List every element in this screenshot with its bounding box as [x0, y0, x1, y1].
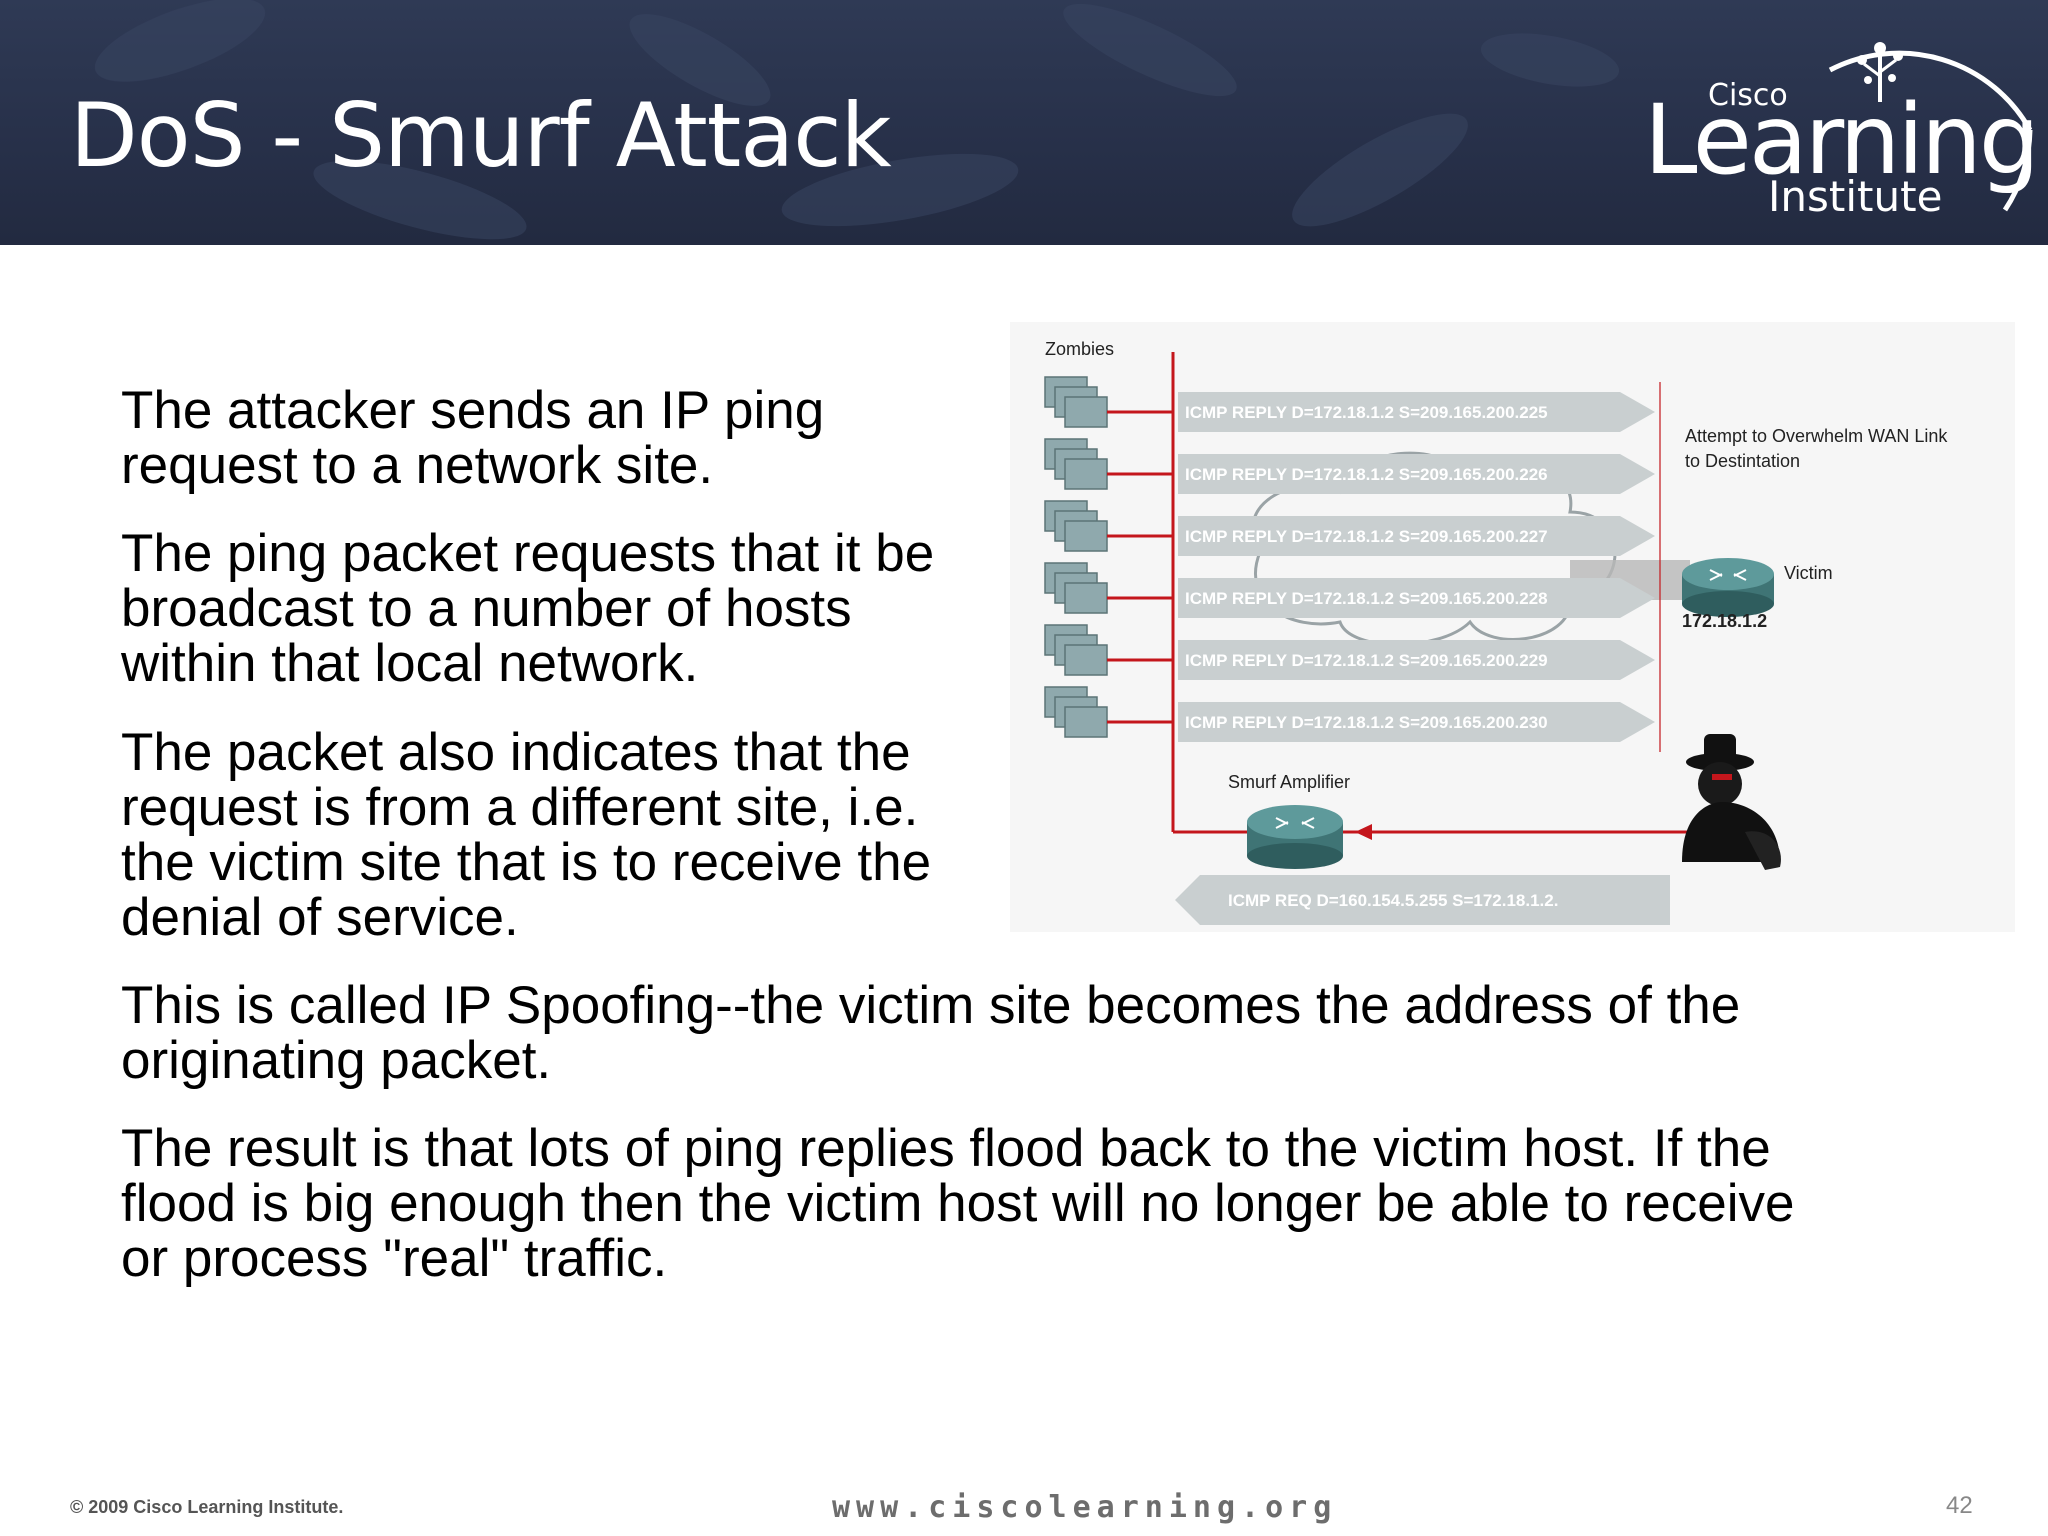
amplifier-router-icon	[1247, 805, 1343, 869]
reply-arrow	[1178, 640, 1655, 680]
smurf-attack-diagram: ICMP REPLY D=172.18.1.2 S=209.165.200.22…	[1010, 322, 2015, 932]
paragraph-3: The packet also indicates that the reque…	[121, 723, 932, 947]
request-label: ICMP REQ D=160.154.5.255 S=172.18.1.2.	[1228, 891, 1558, 910]
reply-label-4: ICMP REPLY D=172.18.1.2 S=209.165.200.22…	[1185, 589, 1548, 608]
paragraph-1: The attacker sends an IP ping request to…	[121, 381, 825, 495]
logo-learning-text: Learning	[1644, 84, 2040, 196]
victim-label: Victim	[1784, 563, 1833, 583]
logo-institute-text: Institute	[1768, 172, 1943, 221]
request-arrow	[1175, 875, 1670, 925]
zombies-group	[1044, 376, 1108, 738]
reply-arrow	[1178, 578, 1655, 618]
zombies-label: Zombies	[1045, 339, 1114, 359]
request-arrowhead	[1355, 824, 1372, 840]
page-number: 42	[1946, 1492, 1973, 1519]
wan-note-line-2: to Destintation	[1685, 451, 1800, 471]
logo-cisco-text: Cisco	[1708, 78, 1788, 113]
wan-note-line-1: Attempt to Overwhelm WAN Link	[1685, 426, 1948, 446]
paragraph-4: This is called IP Spoofing--the victim s…	[121, 976, 1741, 1090]
reply-label-2: ICMP REPLY D=172.18.1.2 S=209.165.200.22…	[1185, 465, 1548, 484]
paragraph-5: The result is that lots of ping replies …	[121, 1119, 1795, 1288]
slide-title: DoS - Smurf Attack	[70, 84, 892, 187]
red-connectors	[1107, 410, 1173, 724]
reply-arrows	[1178, 392, 1655, 742]
tree-icon	[1857, 42, 1903, 102]
reply-label-1: ICMP REPLY D=172.18.1.2 S=209.165.200.22…	[1185, 403, 1548, 422]
victim-ip: 172.18.1.2	[1682, 611, 1767, 631]
header-texture	[94, 0, 1620, 240]
reply-label-6: ICMP REPLY D=172.18.1.2 S=209.165.200.23…	[1185, 713, 1548, 732]
amplifier-label: Smurf Amplifier	[1228, 772, 1350, 792]
diagram-canvas: ICMP REPLY D=172.18.1.2 S=209.165.200.22…	[1044, 339, 1948, 925]
cisco-learning-institute-logo: Cisco Learning Institute	[1620, 0, 2048, 245]
reply-arrow	[1178, 702, 1655, 742]
paragraph-2: The ping packet requests that it be broa…	[121, 524, 935, 693]
footer-url: www.ciscolearning.org	[832, 1490, 1338, 1525]
reply-arrow	[1178, 454, 1655, 494]
reply-arrow	[1178, 516, 1655, 556]
reply-arrow	[1178, 392, 1655, 432]
footer-copyright: © 2009 Cisco Learning Institute.	[70, 1497, 344, 1517]
reply-label-5: ICMP REPLY D=172.18.1.2 S=209.165.200.22…	[1185, 651, 1548, 670]
reply-label-3: ICMP REPLY D=172.18.1.2 S=209.165.200.22…	[1185, 527, 1548, 546]
slide-header: DoS - Smurf Attack Cisco Learning Instit…	[0, 0, 2048, 245]
attacker-icon	[1682, 734, 1781, 870]
victim-router-icon	[1682, 558, 1774, 617]
